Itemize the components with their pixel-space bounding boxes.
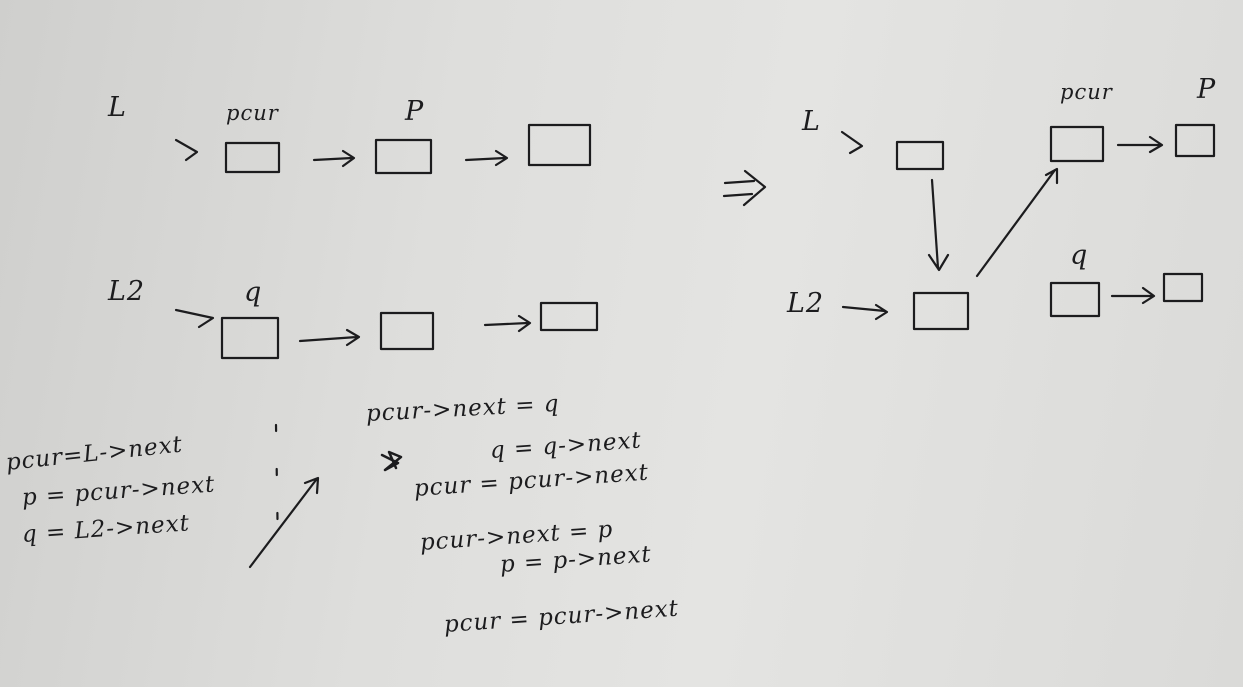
list-label-l: L: [108, 92, 127, 123]
node-box: [895, 140, 945, 171]
node-box: [912, 291, 970, 331]
node-box: [1162, 272, 1204, 303]
node-box: [539, 301, 599, 332]
pointer-label-pcur: pcur: [226, 101, 279, 125]
pointer-label-p: P: [1197, 74, 1217, 105]
arrow-l-to-node1: [174, 138, 199, 162]
pointer-label-q: q: [1070, 240, 1089, 271]
arrow-l2-to-node1: [174, 308, 215, 329]
node-box: [1174, 123, 1216, 158]
node-box: [527, 123, 592, 167]
diagonal-stroke: [248, 476, 320, 569]
arrow: [1110, 286, 1156, 305]
arrow: [1116, 135, 1164, 154]
arrow: [483, 314, 532, 333]
list-label-l: L: [802, 106, 821, 137]
arrow-l-to-node: [840, 130, 864, 155]
list-label-l2: L2: [787, 288, 825, 319]
node-box: [220, 316, 280, 360]
list-label-l2: L2: [108, 276, 146, 307]
pointer-label-pcur: pcur: [1060, 80, 1113, 104]
arrow: [312, 149, 356, 168]
node-box: [374, 138, 433, 175]
node-box: [224, 141, 281, 174]
arrow-down: [927, 178, 950, 272]
transform-arrow: [722, 169, 767, 207]
arrow: [298, 328, 361, 347]
node-box: [379, 311, 435, 351]
arrow: [464, 149, 509, 167]
arrow-l2-to-node: [841, 303, 889, 321]
scribble: [380, 450, 403, 472]
pointer-label-p: P: [405, 96, 425, 127]
pointer-label-q: q: [244, 277, 263, 308]
node-box: [1049, 281, 1101, 318]
arrow-up-to-pcur: [975, 167, 1059, 278]
node-box: [1049, 125, 1105, 163]
